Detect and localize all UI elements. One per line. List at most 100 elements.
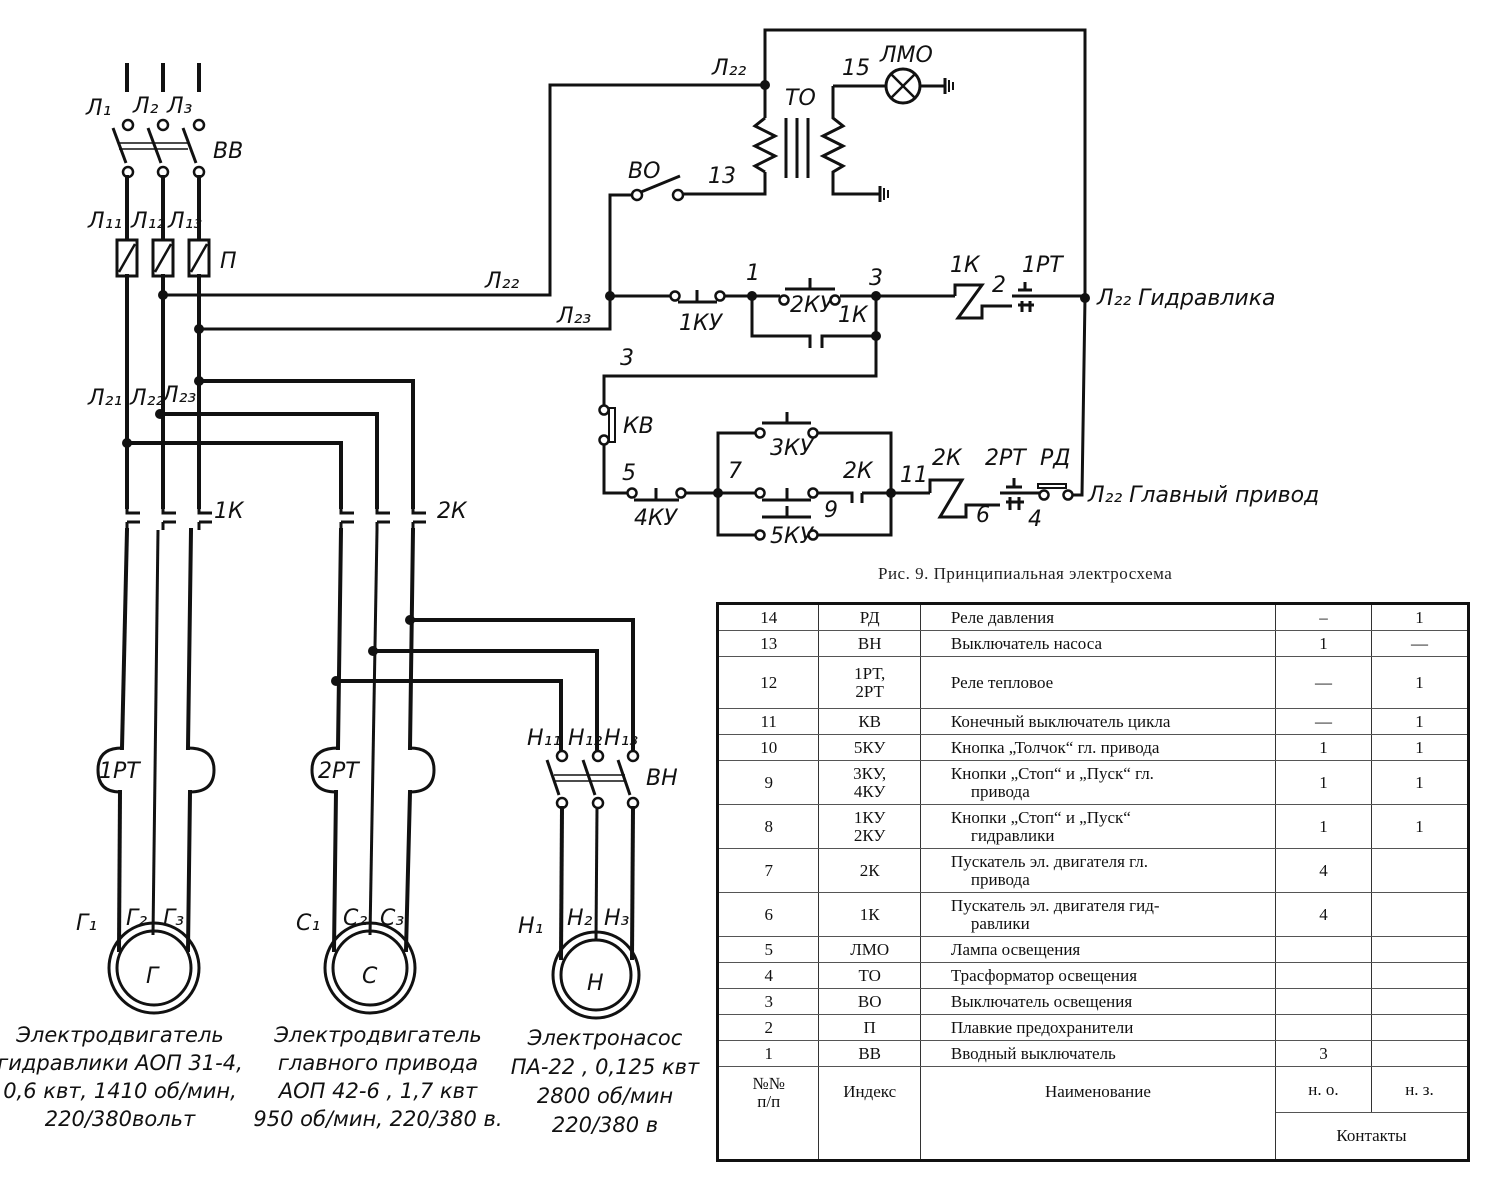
svg-text:Электродвигатель: Электродвигатель — [273, 1023, 482, 1047]
label-l23-mid: Л₂₃ — [556, 304, 591, 329]
row-index: ВВ — [818, 1040, 921, 1067]
label-n1: 1 — [746, 261, 760, 286]
label-n13: 13 — [708, 164, 736, 189]
label-n13: Н₁₃ — [604, 726, 638, 751]
supply-lines — [125, 63, 201, 92]
row-number: 11 — [717, 708, 820, 735]
label-to: ТО — [785, 86, 816, 111]
label-l13: Л₁₃ — [167, 209, 202, 234]
svg-text:950 об/мин, 220/380 в.: 950 об/мин, 220/380 в. — [253, 1107, 502, 1131]
row-contacts-nz: 1 — [1371, 603, 1469, 631]
feed-wires — [125, 175, 201, 242]
row-contacts-no: – — [1275, 603, 1372, 631]
motor-g-branch — [96, 527, 216, 1015]
bus-wires — [122, 83, 765, 509]
row-contacts-no: — — [1275, 708, 1372, 735]
contactor-2k-main — [339, 507, 426, 530]
label-5ku: 5КУ — [770, 524, 815, 549]
label-c2: С₂ — [343, 906, 367, 931]
row-name: Вводный выключатель — [920, 1040, 1276, 1067]
row-name-line: равлики — [970, 913, 1030, 933]
row-number: 12 — [717, 656, 820, 709]
row-number: 1 — [717, 1040, 820, 1067]
label-rd: РД — [1040, 446, 1070, 471]
label-c3: С₃ — [380, 906, 404, 931]
header-contacts-nz: н. з. — [1371, 1066, 1469, 1113]
label-l12: Л₁₂ — [130, 209, 165, 234]
row-name-line: гидравлики — [970, 825, 1055, 845]
motor-n-branch — [551, 805, 641, 1020]
motor-g-caption: Электродвигатель гидравлики АОП 31-4, 0,… — [0, 1023, 243, 1131]
row-number: 9 — [717, 760, 820, 805]
row-number: 8 — [717, 804, 820, 849]
label-l2: Л₂ — [132, 94, 159, 119]
row-index: 1РТ,2РТ — [818, 656, 921, 709]
row-contacts-no: 1 — [1275, 760, 1372, 805]
figure-caption: Рис. 9. Принципиальная электросхема — [878, 564, 1173, 583]
label-2rt-contact: 2РТ — [985, 446, 1027, 471]
label-2ku: 2КУ — [790, 293, 835, 318]
row-contacts-nz — [1371, 1014, 1469, 1041]
label-1rt-contact: 1РТ — [1022, 253, 1064, 278]
row-name-line: привода — [970, 781, 1030, 801]
row-contacts-no — [1275, 988, 1372, 1015]
row-name-line: Вводный выключатель — [950, 1043, 1116, 1063]
row-name: Кнопка „Толчок“ гл. привода — [920, 734, 1276, 761]
row-name-line: Пускатель эл. двигателя гид- — [950, 895, 1160, 915]
row-name: Кнопки „Стоп“ и „Пуск“гидравлики — [920, 804, 1276, 849]
row-contacts-nz — [1371, 962, 1469, 989]
label-kv: КВ — [623, 414, 654, 439]
label-l21: Л₂₁ — [87, 386, 122, 411]
label-n3: Н₃ — [604, 906, 630, 931]
row-name: Плавкие предохранители — [920, 1014, 1276, 1041]
row-name: Выключатель освещения — [920, 988, 1276, 1015]
label-hydraulics: Л₂₂ Гидравлика — [1096, 286, 1275, 311]
row-name-line: привода — [970, 869, 1030, 889]
svg-text:АОП 42-6 , 1,7 квт: АОП 42-6 , 1,7 квт — [277, 1079, 478, 1103]
row-name: Лампа освещения — [920, 936, 1276, 963]
fuses-p — [115, 238, 211, 278]
control-circuit — [598, 28, 1090, 541]
svg-text:220/380вольт: 220/380вольт — [45, 1107, 196, 1131]
label-n6: 6 — [976, 503, 990, 528]
label-2k-contact: 2К — [843, 459, 874, 484]
label-p: П — [220, 249, 237, 274]
row-contacts-nz: 1 — [1371, 708, 1469, 735]
table-header-row: Контакты — [718, 1112, 1469, 1161]
row-contacts-no: 1 — [1275, 804, 1372, 849]
label-vn: ВН — [646, 766, 678, 791]
row-index: ТО — [818, 962, 921, 989]
motor-g-symbol: Г — [146, 964, 160, 989]
row-name-line: Кнопки „Стоп“ и „Пуск“ гл. — [950, 763, 1154, 783]
label-n7: 7 — [728, 459, 742, 484]
label-g1: Г₁ — [76, 911, 97, 936]
label-n11: 11 — [900, 463, 928, 488]
row-index: ЛМО — [818, 936, 921, 963]
row-index: 5КУ — [818, 734, 921, 761]
svg-text:гидравлики АОП 31-4,: гидравлики АОП 31-4, — [0, 1051, 243, 1075]
contactor-1k-main — [125, 507, 212, 530]
row-index: 1К — [818, 892, 921, 937]
row-contacts-no: 1 — [1275, 630, 1372, 657]
label-n2: Н₂ — [567, 906, 593, 931]
row-contacts-nz: 1 — [1371, 804, 1469, 849]
row-number: 4 — [717, 962, 820, 989]
header-contacts: Контакты — [1275, 1112, 1469, 1161]
label-n2: 2 — [992, 273, 1006, 298]
row-contacts-no — [1275, 1014, 1372, 1041]
label-n4: 4 — [1028, 507, 1042, 532]
label-l23: Л₂₃ — [161, 383, 196, 408]
row-contacts-nz: 1 — [1371, 734, 1469, 761]
